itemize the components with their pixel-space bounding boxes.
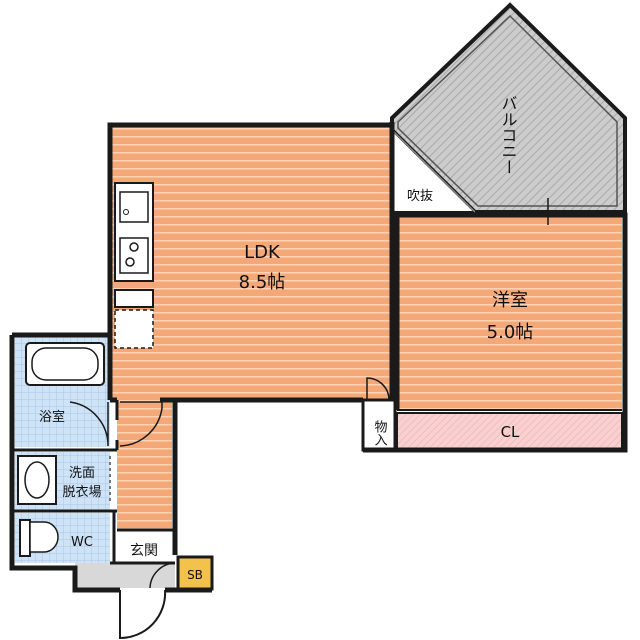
shoebox-label: SB bbox=[187, 568, 203, 582]
ldk-label: LDK bbox=[244, 242, 281, 263]
void-label: 吹抜 bbox=[407, 188, 433, 204]
shoebox bbox=[176, 555, 214, 591]
washroom-label-line2: 脱衣場 bbox=[62, 484, 101, 500]
partitions bbox=[12, 400, 175, 565]
kitchen-counter bbox=[114, 182, 154, 349]
hallway-floor bbox=[117, 400, 172, 530]
ldk-size-label: 8.5帖 bbox=[239, 272, 286, 293]
western-room-size-label: 5.0帖 bbox=[487, 322, 534, 343]
entrance-door bbox=[119, 589, 167, 640]
toilet-label: WC bbox=[71, 535, 93, 550]
hallway-door bbox=[119, 401, 163, 447]
bath-door bbox=[69, 401, 109, 447]
washroom-label-line1: 洗面 bbox=[69, 466, 95, 481]
shoebox-door bbox=[149, 562, 176, 589]
ldk-floor bbox=[110, 125, 392, 400]
western-room-label: 洋室 bbox=[492, 290, 528, 311]
closet-label: CL bbox=[501, 423, 520, 441]
bathtub bbox=[25, 342, 105, 386]
entrance-floor bbox=[75, 563, 175, 588]
toilet-bowl bbox=[19, 519, 59, 557]
washbasin bbox=[17, 455, 111, 505]
entrance-upper bbox=[117, 530, 172, 563]
storage-label: 物入 bbox=[372, 420, 388, 446]
entrance-label: 玄関 bbox=[130, 542, 158, 559]
bath-label: 浴室 bbox=[39, 409, 65, 425]
storage-area bbox=[361, 398, 397, 452]
balcony-label: バルコニー bbox=[499, 95, 518, 175]
walls bbox=[9, 122, 628, 593]
storage-door bbox=[366, 377, 390, 401]
western-room-floor bbox=[397, 215, 622, 410]
